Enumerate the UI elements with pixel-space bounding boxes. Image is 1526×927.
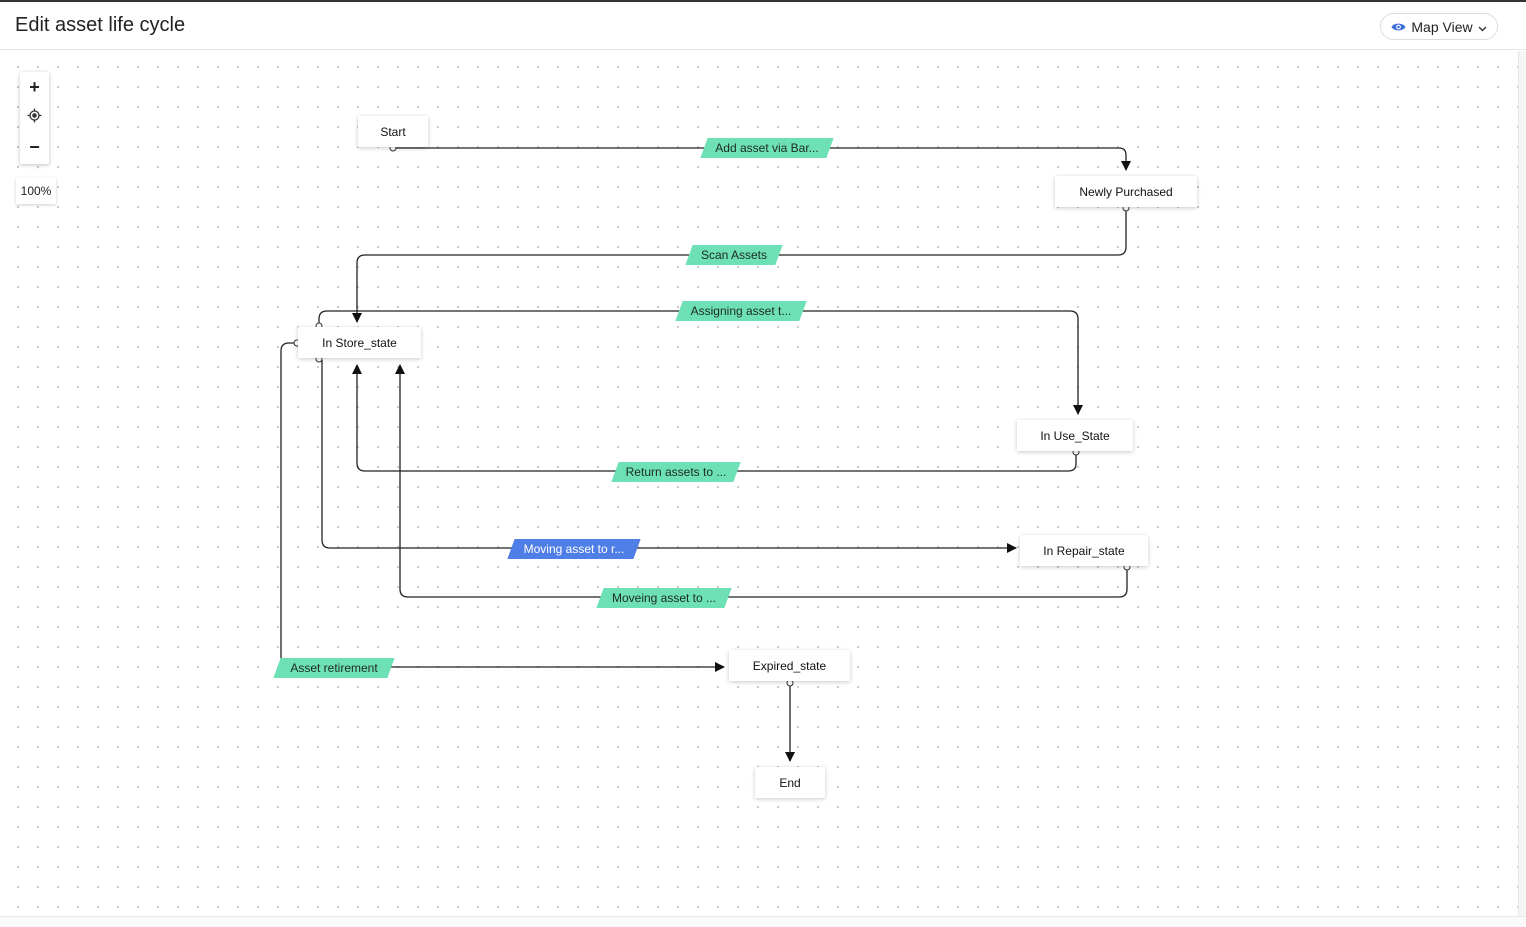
page-title: Edit asset life cycle [15, 14, 186, 36]
node-in-use[interactable]: In Use_State [1017, 420, 1133, 451]
map-view-label: Map View [1411, 18, 1473, 35]
transition-label: Return assets to ... [625, 465, 727, 479]
zoom-in-button[interactable]: + [20, 72, 49, 102]
transition-label: Scan Assets [700, 248, 768, 262]
transition-moving-asset-repair[interactable]: Moving asset to r... [507, 539, 641, 559]
zoom-out-button[interactable]: − [20, 132, 49, 162]
edge-in-store-expired[interactable] [280, 342, 725, 672]
transition-label: Moving asset to r... [523, 542, 625, 556]
edge-in-store-in-use[interactable] [318, 310, 1083, 415]
transition-label: Assigning asset t... [690, 304, 792, 318]
zoom-level: 100% [16, 178, 56, 204]
transition-label: Asset retirement [290, 661, 378, 675]
transition-asset-retirement[interactable]: Asset retirement [273, 658, 395, 678]
minus-icon: − [29, 136, 40, 157]
node-newly-purchased[interactable]: Newly Purchased [1055, 176, 1197, 207]
transition-label: Moveing asset to ... [611, 591, 717, 605]
transition-moveing-asset-back[interactable]: Moveing asset to ... [596, 588, 732, 608]
node-end[interactable]: End [755, 767, 825, 798]
edge-start-newly-purchased[interactable] [393, 147, 1131, 171]
header-bar: Edit asset life cycle Map View [0, 0, 1526, 50]
diagram-canvas[interactable] [0, 51, 1518, 916]
recenter-button[interactable] [20, 102, 49, 132]
transition-return-assets[interactable]: Return assets to ... [611, 462, 741, 482]
plus-icon: + [29, 76, 40, 97]
zoom-controls: + − [20, 72, 49, 164]
edge-in-store-in-repair[interactable] [321, 360, 1017, 553]
transition-label: Add asset via Bar... [715, 141, 819, 155]
map-view-button[interactable]: Map View [1380, 13, 1498, 40]
node-in-store[interactable]: In Store_state [298, 327, 421, 358]
node-expired[interactable]: Expired_state [729, 650, 850, 681]
edge-in-repair-in-store[interactable] [395, 364, 1128, 598]
crosshair-icon [27, 107, 42, 128]
vertical-scrollbar[interactable] [1518, 51, 1526, 916]
horizontal-scrollbar[interactable] [0, 916, 1526, 927]
eye-icon [1391, 19, 1406, 35]
node-in-repair[interactable]: In Repair_state [1020, 535, 1148, 566]
transition-add-asset[interactable]: Add asset via Bar... [700, 138, 834, 158]
node-start[interactable]: Start [358, 116, 428, 147]
transition-scan-assets[interactable]: Scan Assets [685, 245, 783, 265]
edge-in-use-in-store[interactable] [352, 364, 1077, 472]
chevron-down-icon [1478, 19, 1487, 35]
transition-assigning-asset[interactable]: Assigning asset t... [675, 301, 807, 321]
